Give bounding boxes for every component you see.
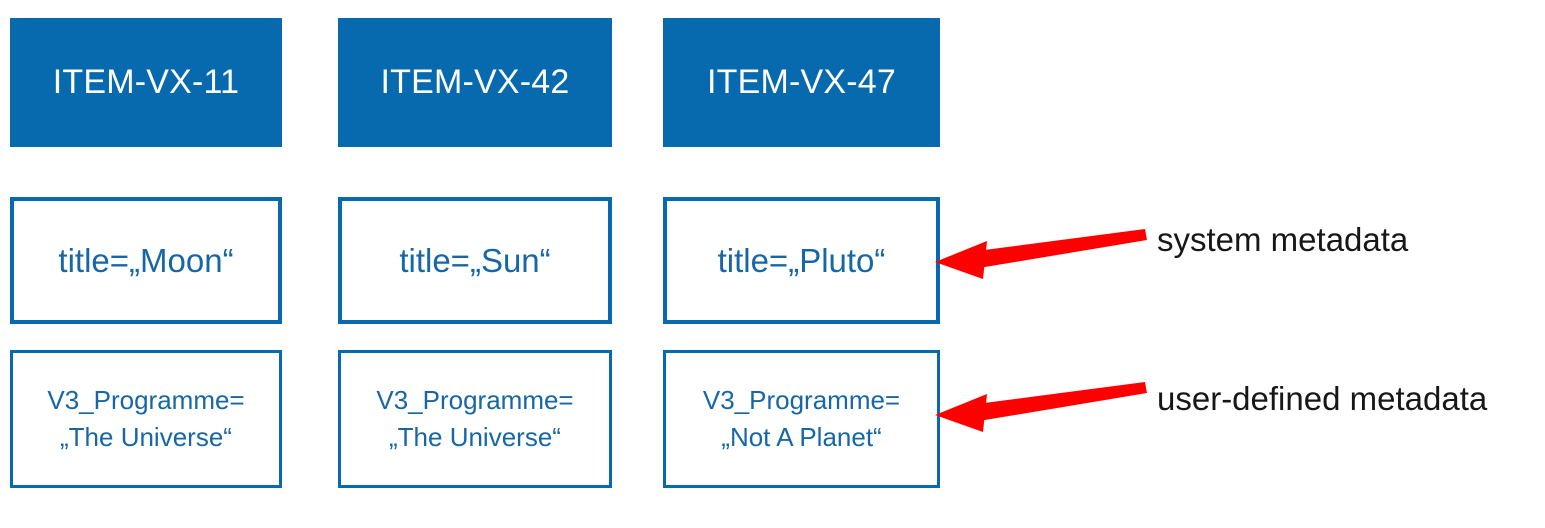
system-metadata-card-1: title=„Moon“ bbox=[10, 197, 282, 324]
item-header-card-1: ITEM-VX-11 bbox=[10, 18, 282, 147]
annotation-label-user-defined-metadata: user-defined metadata bbox=[1157, 380, 1488, 417]
system-metadata-label: title=„Sun“ bbox=[399, 241, 551, 279]
item-header-label: ITEM-VX-11 bbox=[52, 62, 240, 101]
user-metadata-card-2: V3_Programme= „The Universe“ bbox=[338, 350, 612, 488]
user-metadata-card-3: V3_Programme= „Not A Planet“ bbox=[663, 350, 940, 488]
annotation-label-system-metadata: system metadata bbox=[1157, 221, 1409, 258]
system-metadata-card-2: title=„Sun“ bbox=[338, 197, 612, 324]
system-metadata-label: title=„Pluto“ bbox=[717, 241, 886, 279]
left-arrow-icon bbox=[935, 229, 1147, 279]
item-header-card-2: ITEM-VX-42 bbox=[338, 18, 612, 147]
left-arrow-icon bbox=[935, 382, 1147, 432]
user-metadata-label: V3_Programme= „The Universe“ bbox=[47, 385, 245, 452]
item-header-card-3: ITEM-VX-47 bbox=[663, 18, 940, 147]
item-header-label: ITEM-VX-42 bbox=[380, 62, 570, 101]
user-metadata-label: V3_Programme= „The Universe“ bbox=[376, 385, 574, 452]
item-header-label: ITEM-VX-47 bbox=[706, 62, 897, 101]
system-metadata-card-3: title=„Pluto“ bbox=[663, 197, 940, 324]
user-metadata-label: V3_Programme= „Not A Planet“ bbox=[702, 385, 901, 452]
user-metadata-card-1: V3_Programme= „The Universe“ bbox=[10, 350, 282, 488]
system-metadata-label: title=„Moon“ bbox=[58, 241, 234, 279]
